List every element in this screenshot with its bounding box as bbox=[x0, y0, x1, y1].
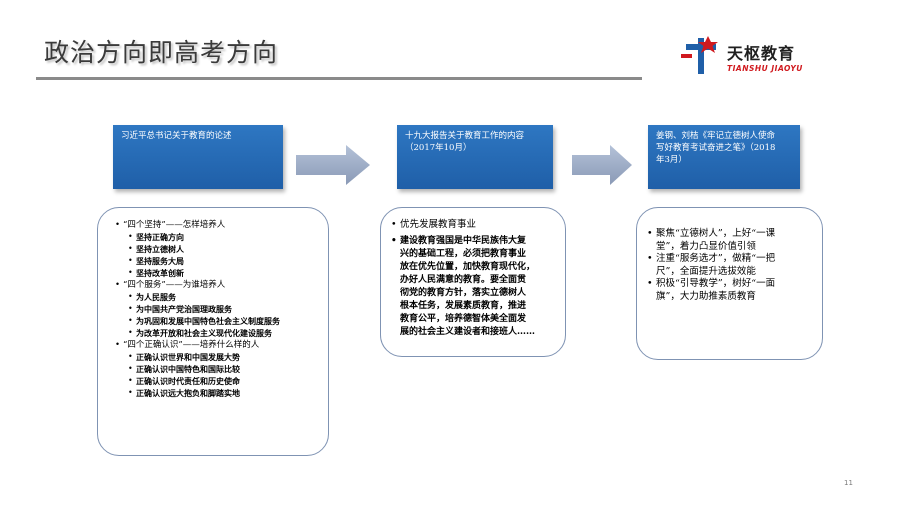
logo-subtitle: TIANSHU JIAOYU bbox=[727, 64, 803, 73]
list-subitem: 正确认识时代责任和历史使命 bbox=[115, 375, 328, 387]
header-text: 习近平总书记关于教育的论述 bbox=[121, 131, 232, 141]
list-subitem: 为巩固和发展中国特色社会主义制度服务 bbox=[115, 315, 328, 327]
list-item: “四个正确认识”——培养什么样的人 bbox=[115, 339, 328, 351]
page-title: 政治方向即高考方向 bbox=[44, 38, 279, 67]
discourse-list: “四个坚持”——怎样培养人 坚持正确方向 坚持立德树人 坚持服务大局 坚持改革创… bbox=[115, 219, 328, 399]
page-number: 11 bbox=[844, 479, 853, 487]
list-subitem: 为人民服务 bbox=[115, 291, 328, 303]
list-item: 建设教育强国是中华民族伟大复 兴的基础工程，必须把教育事业 放在优先位置，加快教… bbox=[391, 235, 565, 339]
header-text-line: 十九大报告关于教育工作的内容 bbox=[405, 131, 525, 141]
list-item-text: 教育公平，培养德智体美全面发 bbox=[400, 314, 527, 324]
list-item: “四个坚持”——怎样培养人 bbox=[115, 219, 328, 231]
list-subitem: 正确认识中国特色和国际比较 bbox=[115, 363, 328, 375]
list-item-text: 根本任务，发展素质教育，推进 bbox=[400, 301, 527, 311]
brand-logo: 天枢教育 TIANSHU JIAOYU bbox=[678, 36, 848, 80]
list-subitem: 坚持改革创新 bbox=[115, 267, 328, 279]
list-item: 优先发展教育事业 bbox=[391, 218, 565, 231]
list-item: 聚焦“立德树人”，上好“一课 堂”，着力凸显价值引领 bbox=[647, 228, 822, 253]
content-box-19th-congress: 优先发展教育事业 建设教育强国是中华民族伟大复 兴的基础工程，必须把教育事业 放… bbox=[380, 207, 566, 357]
title-divider bbox=[36, 77, 642, 80]
list-item-text: 堂”，着力凸显价值引领 bbox=[656, 240, 756, 252]
header-box-19th-congress: 十九大报告关于教育工作的内容 （2017年10月） bbox=[397, 125, 553, 189]
right-arrow-icon bbox=[572, 145, 632, 185]
list-item-text: 尺”，全面提升选拔效能 bbox=[656, 265, 756, 277]
list-subitem: 为中国共产党治国理政服务 bbox=[115, 303, 328, 315]
right-arrow-icon bbox=[296, 145, 370, 185]
list-item-text: 兴的基础工程，必须把教育事业 bbox=[400, 249, 527, 259]
list-item-text: 建设教育强国是中华民族伟大复 bbox=[400, 236, 527, 246]
list-item-text: 彻党的教育方针，落实立德树人 bbox=[400, 288, 527, 298]
list-subitem: 为改革开放和社会主义现代化建设服务 bbox=[115, 327, 328, 339]
list-subitem: 坚持服务大局 bbox=[115, 255, 328, 267]
list-item-text: 展的社会主义建设者和接班人…… bbox=[400, 327, 536, 337]
header-text-line: 写好教育考试奋进之笔》（2018 bbox=[656, 143, 776, 153]
header-text-line: （2017年10月） bbox=[405, 143, 472, 153]
list-item-text: 优先发展教育事业 bbox=[400, 219, 477, 230]
header-box-xi-discourse: 习近平总书记关于教育的论述 bbox=[113, 125, 283, 189]
list-item-text: 注重“服务选才”，做精“一把 bbox=[656, 253, 776, 264]
list-subitem: 坚持正确方向 bbox=[115, 231, 328, 243]
list-item-text: 积极“引导教学”，树好“一面 bbox=[656, 278, 776, 289]
list-item-text: 聚焦“立德树人”，上好“一课 bbox=[656, 228, 776, 239]
list-subitem: 坚持立德树人 bbox=[115, 243, 328, 255]
list-item: 积极“引导教学”，树好“一面 旗”，大力助推素质教育 bbox=[647, 278, 822, 303]
header-text-line: 年3月） bbox=[656, 155, 687, 165]
congress-list: 优先发展教育事业 建设教育强国是中华民族伟大复 兴的基础工程，必须把教育事业 放… bbox=[391, 218, 565, 339]
content-box-xi-discourse: “四个坚持”——怎样培养人 坚持正确方向 坚持立德树人 坚持服务大局 坚持改革创… bbox=[97, 207, 329, 456]
list-item-text: 放在优先位置，加快教育现代化， bbox=[400, 262, 536, 272]
article-list: 聚焦“立德树人”，上好“一课 堂”，着力凸显价值引领 注重“服务选才”，做精“一… bbox=[647, 228, 822, 303]
list-subitem: 正确认识世界和中国发展大势 bbox=[115, 351, 328, 363]
list-item: “四个服务”——为谁培养人 bbox=[115, 279, 328, 291]
list-item-text: 办好人民满意的教育。要全面贯 bbox=[400, 275, 527, 285]
content-box-jiang-liu-article: 聚焦“立德树人”，上好“一课 堂”，着力凸显价值引领 注重“服务选才”，做精“一… bbox=[636, 207, 823, 360]
header-text-line: 姜钢、刘桔《牢记立德树人使命 bbox=[656, 131, 776, 141]
logo-mark-icon bbox=[681, 36, 718, 74]
logo-name: 天枢教育 bbox=[727, 44, 796, 63]
list-item-text: 旗”，大力助推素质教育 bbox=[656, 290, 756, 302]
header-box-jiang-liu-article: 姜钢、刘桔《牢记立德树人使命 写好教育考试奋进之笔》（2018 年3月） bbox=[648, 125, 800, 189]
list-subitem: 正确认识远大抱负和脚踏实地 bbox=[115, 387, 328, 399]
list-item: 注重“服务选才”，做精“一把 尺”，全面提升选拔效能 bbox=[647, 253, 822, 278]
